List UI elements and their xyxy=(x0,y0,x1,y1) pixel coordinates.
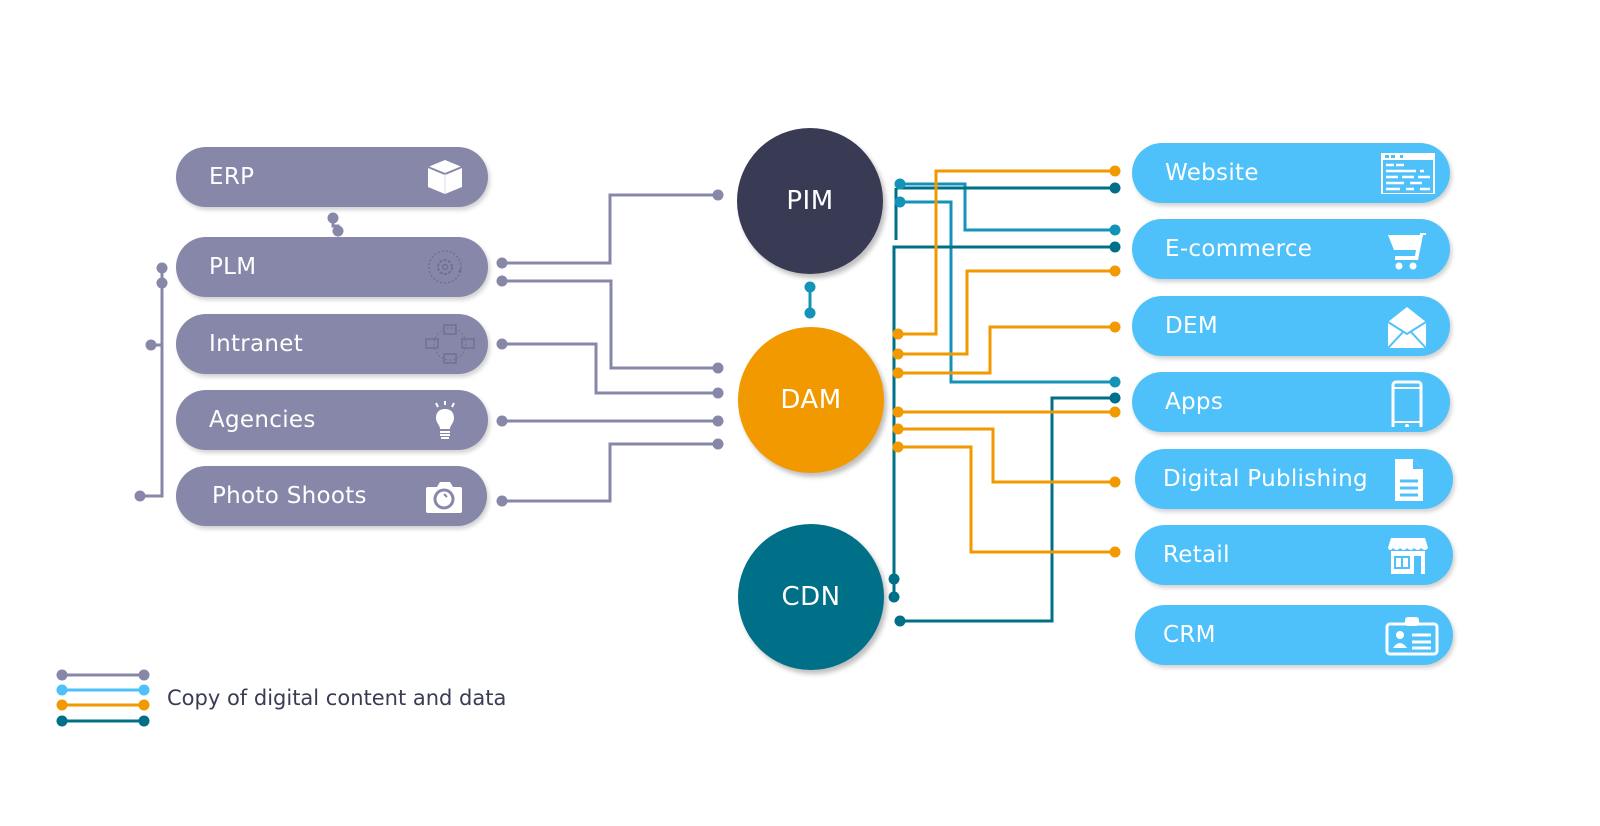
wire-cdn-apps xyxy=(900,396,1115,623)
hub-cdn[interactable]: CDN xyxy=(738,524,884,670)
gray-endpoints xyxy=(134,189,724,507)
source-agencies[interactable]: Agencies xyxy=(176,390,488,450)
wire-plm-dam xyxy=(502,279,718,370)
lightbulb-icon xyxy=(435,401,455,439)
destination-label: DEM xyxy=(1165,313,1218,339)
wire-dam-publishing xyxy=(898,427,1115,484)
destination-label: Digital Publishing xyxy=(1163,466,1368,492)
wire-pim-apps xyxy=(900,200,1115,384)
hub-label: DAM xyxy=(780,385,842,415)
source-photo-shoots[interactable]: Photo Shoots xyxy=(176,466,487,526)
document-icon xyxy=(1395,459,1423,501)
destination-dem[interactable]: DEM xyxy=(1132,296,1450,356)
wire-dam-website xyxy=(898,169,1115,336)
hub-dam[interactable]: DAM xyxy=(738,327,884,473)
wire-dam-dem xyxy=(898,325,1115,375)
teal-wires xyxy=(892,186,1115,623)
teal-endpoints xyxy=(888,182,1121,627)
destination-apps[interactable]: Apps xyxy=(1132,372,1450,432)
legend-swatch-gray xyxy=(56,669,150,681)
wire-plm-pim xyxy=(502,193,718,265)
source-erp[interactable]: ERP xyxy=(176,147,488,207)
destination-retail[interactable]: Retail xyxy=(1135,525,1453,585)
orange-endpoints xyxy=(892,165,1121,558)
cube-icon xyxy=(427,160,463,194)
source-plm[interactable]: PLM xyxy=(176,237,488,297)
gear-cycle-icon xyxy=(428,250,462,284)
source-intranet[interactable]: Intranet xyxy=(176,314,488,374)
legend-swatches xyxy=(56,669,150,727)
hub-label: CDN xyxy=(781,582,841,612)
destination-label: E-commerce xyxy=(1165,236,1313,262)
source-label: Intranet xyxy=(209,331,304,357)
wire-cdn-bus xyxy=(892,186,1115,579)
webpage-icon xyxy=(1381,153,1435,194)
destination-label: Website xyxy=(1165,160,1259,186)
wire-pim-ecommerce xyxy=(900,182,1115,232)
envelope-icon xyxy=(1387,307,1427,348)
legend-swatch-light-blue xyxy=(56,684,150,696)
destination-website[interactable]: Website xyxy=(1132,143,1450,203)
storefront-icon xyxy=(1388,538,1428,574)
wire-dam-retail xyxy=(898,445,1115,554)
wire-left-bus xyxy=(140,268,164,498)
wire-photoshoots-dam xyxy=(502,442,718,503)
legend-label: Copy of digital content and data xyxy=(167,686,507,710)
shopping-cart-icon xyxy=(1388,233,1426,270)
source-label: PLM xyxy=(209,254,257,280)
network-computers-icon xyxy=(425,324,475,364)
source-label: Agencies xyxy=(209,407,316,433)
wire-intranet-dam xyxy=(502,342,718,395)
wire-dam-ecommerce xyxy=(898,269,1115,356)
orange-wires xyxy=(898,169,1115,554)
destination-label: Retail xyxy=(1163,542,1230,568)
hub-pim[interactable]: PIM xyxy=(737,128,883,274)
legend-swatch-orange xyxy=(56,699,150,711)
source-label: Photo Shoots xyxy=(212,483,367,509)
destination-digital-publishing[interactable]: Digital Publishing xyxy=(1135,449,1453,509)
destination-label: CRM xyxy=(1163,622,1216,648)
blue-endpoints xyxy=(804,178,1121,388)
id-card-icon xyxy=(1385,617,1439,656)
smartphone-icon xyxy=(1391,380,1423,427)
hub-label: PIM xyxy=(786,186,834,216)
destination-e-commerce[interactable]: E-commerce xyxy=(1132,219,1450,279)
legend-swatch-teal xyxy=(56,715,150,727)
gray-wires xyxy=(140,193,718,503)
destination-crm[interactable]: CRM xyxy=(1135,605,1453,665)
source-label: ERP xyxy=(209,164,255,190)
camera-icon xyxy=(426,482,462,513)
destination-label: Apps xyxy=(1165,389,1224,415)
